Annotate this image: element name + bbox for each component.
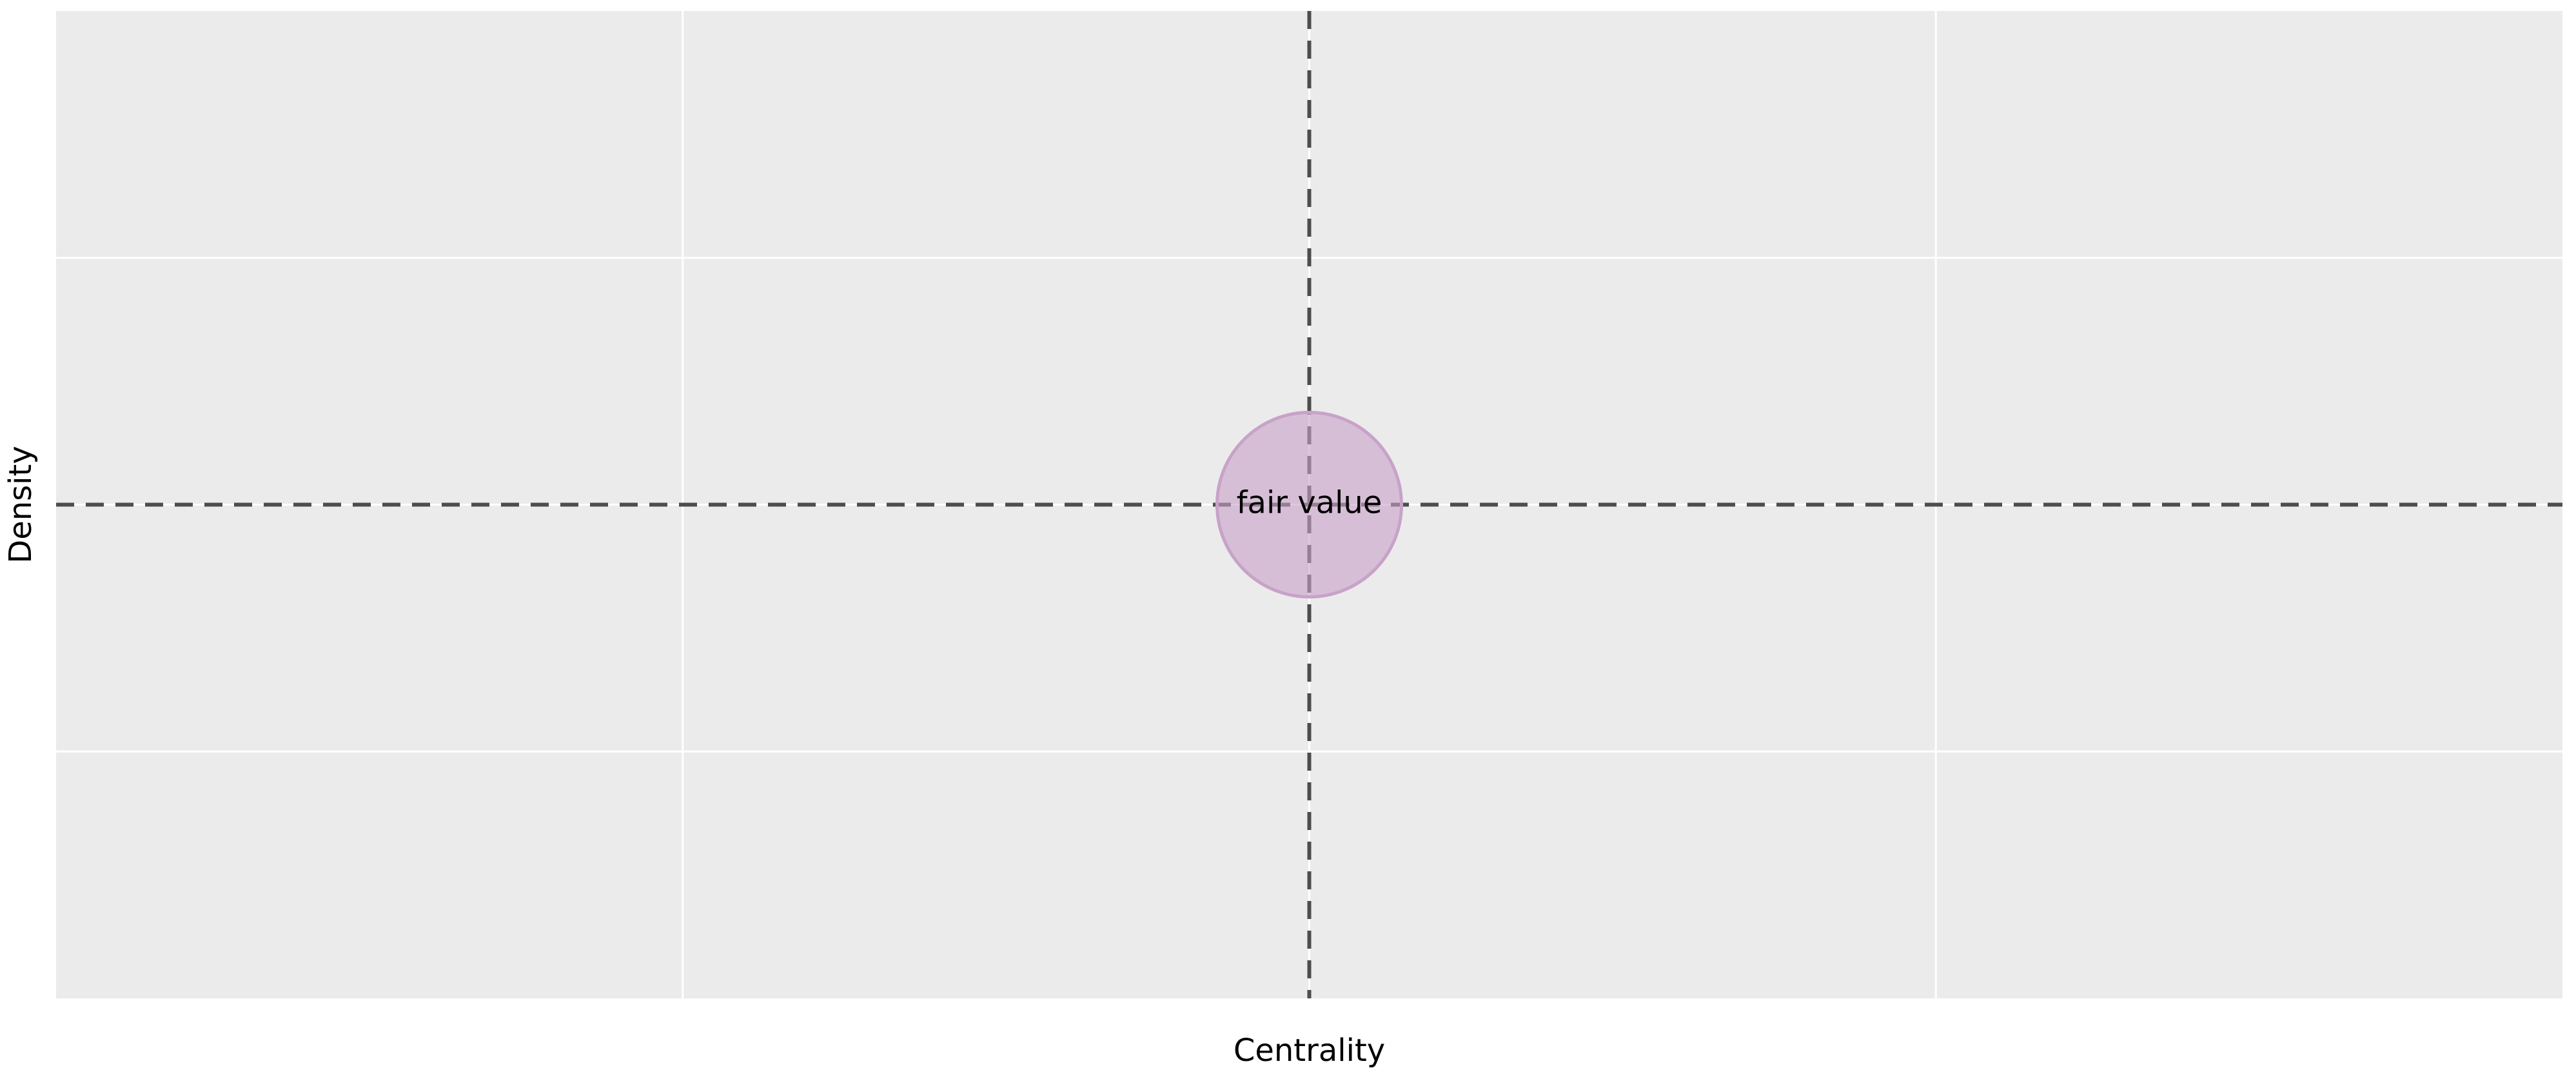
x-axis-label: Centrality: [1234, 1033, 1385, 1069]
data-point-1: [1215, 411, 1403, 598]
y-axis-label: Density: [3, 446, 39, 563]
data-point-label-1: fair value: [1237, 485, 1382, 521]
data-points: fair value: [1215, 411, 1403, 598]
